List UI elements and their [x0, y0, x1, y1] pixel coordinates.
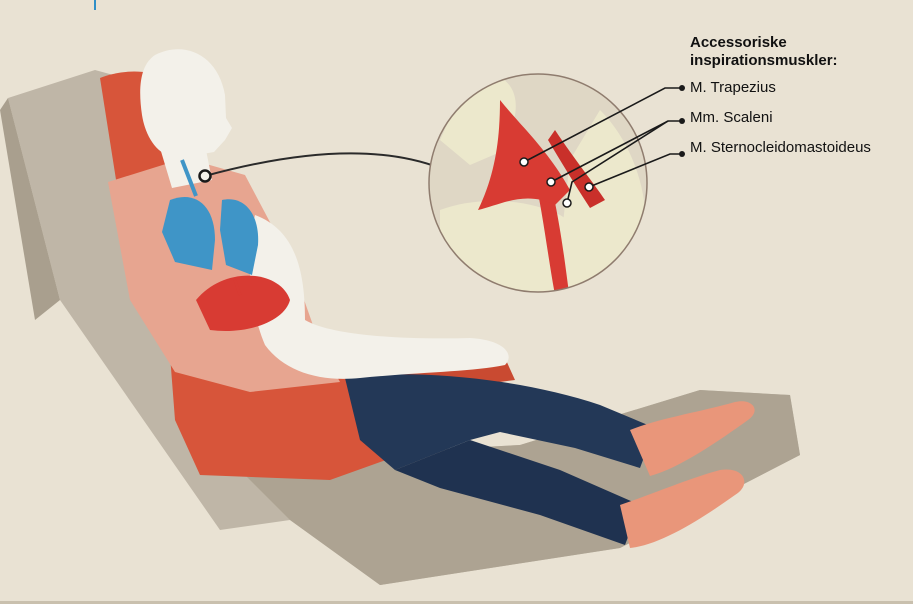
muscle-legend: Accessoriske inspirationsmuskler: M. Tra…: [690, 34, 880, 169]
legend-item-sternocleidomastoideus: M. Sternocleidomastoideus: [690, 139, 880, 157]
legend-item-scaleni: Mm. Scaleni: [690, 109, 880, 127]
legend-item-trapezius: M. Trapezius: [690, 79, 880, 97]
callout-dot-icon: [200, 171, 211, 182]
legend-title: Accessoriske inspirationsmuskler:: [690, 34, 880, 70]
callout-circle-icon: [429, 73, 647, 300]
callout-connector-line: [205, 153, 440, 176]
